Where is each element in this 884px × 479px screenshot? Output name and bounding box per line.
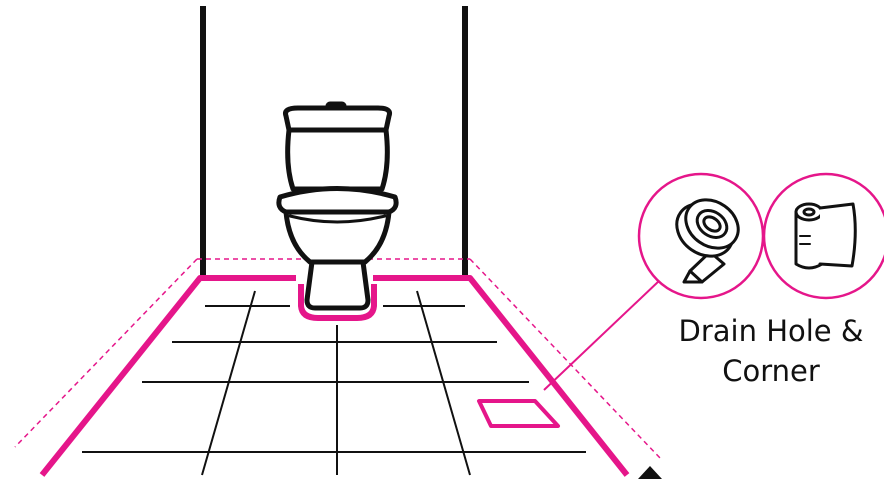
callout-label-line2: Corner — [664, 352, 878, 390]
corner-marker — [638, 466, 662, 479]
drain-hole — [479, 401, 558, 426]
roll-sheet — [820, 204, 855, 266]
callout-leader — [544, 280, 660, 390]
tape-circle — [639, 174, 763, 298]
tank — [288, 130, 388, 189]
callout-label-line1: Drain Hole & — [664, 312, 878, 350]
seat-lid — [279, 189, 396, 213]
toilet-base — [307, 262, 368, 308]
left-dashed-guide — [15, 259, 197, 447]
paper-circle — [764, 174, 884, 298]
roll-core — [804, 209, 814, 215]
right-perimeter — [373, 278, 627, 475]
tank-lid — [286, 108, 390, 130]
right-dashed-guide — [470, 259, 660, 458]
left-perimeter — [42, 278, 296, 475]
paper-roll-icon — [796, 204, 855, 268]
